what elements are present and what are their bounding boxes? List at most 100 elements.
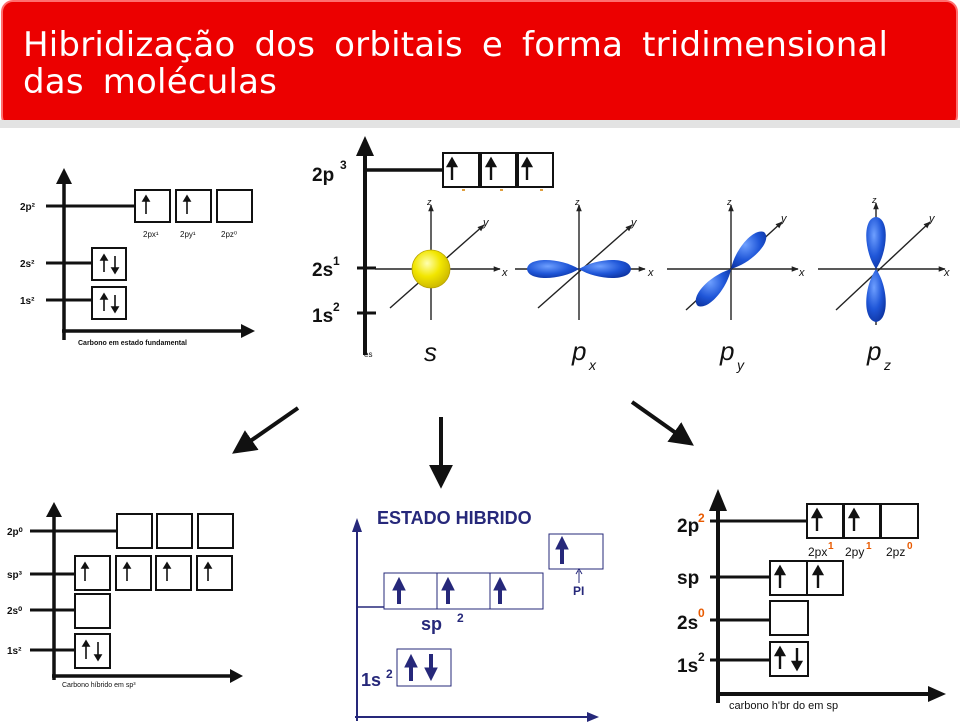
orbital-sup-2px: 1 [828, 541, 834, 552]
orbital-box [91, 247, 127, 281]
electron-up-icon [404, 653, 418, 668]
core-label: 1s [361, 670, 381, 690]
baseline-arrowhead [928, 686, 946, 702]
orbital-box [480, 152, 517, 188]
orbital-label-2py: 2py [845, 545, 864, 559]
electron-up-icon [773, 564, 787, 576]
orbital-box [134, 189, 171, 223]
orbital-shapes: z y x s z y x p x z y x p [375, 195, 950, 373]
axis-label-z: z [426, 197, 432, 207]
arrow-to-sp [630, 400, 694, 446]
axis-label-z: z [574, 197, 580, 207]
energy-axis-arrowhead [56, 168, 72, 184]
electron-up-icon [122, 561, 132, 569]
electron-up-icon [555, 535, 569, 550]
py-orbital-figure: z y x p y [667, 197, 805, 373]
s-orbital-figure: z y x s [375, 197, 508, 367]
electron-up-icon [162, 561, 172, 569]
orbital-box [216, 189, 253, 223]
sp3-caption: Carbono híbrido em sp³ [62, 682, 136, 689]
level-label-2s: 2s [312, 260, 333, 281]
core-superscript: 2 [386, 667, 393, 681]
excited-caption-fragment: es [364, 350, 372, 359]
level-label-2p: 2p⁰ [7, 527, 23, 538]
pz-orbital-figure: z y x p z [818, 195, 950, 373]
orbital-box [880, 503, 919, 539]
sp2-orbital-box [489, 572, 544, 610]
axis-label-z: z [871, 195, 877, 205]
transition-arrows [232, 400, 694, 489]
orbital-subscript-z: z [883, 357, 891, 373]
electron-up-icon [99, 253, 109, 261]
page-title: Hibridização dos orbitais e forma tridim… [23, 25, 889, 102]
orbital-subscript-x: x [588, 357, 597, 373]
electron-up-icon [484, 156, 498, 168]
axis-label-y: y [780, 213, 788, 225]
sp2-header: ESTADO HIBRIDO [377, 508, 532, 528]
orbital-lobe [527, 259, 579, 279]
electron-up-icon [81, 639, 91, 647]
energy-axis-arrowhead [352, 518, 362, 532]
orbital-lobe [579, 259, 631, 279]
orbital-sup-2py: 1 [866, 541, 872, 552]
excited-state-diagram: 2p 3 2s 1 1s 2 es [312, 136, 554, 359]
orbital-box [196, 555, 233, 591]
orbital-lobe [695, 269, 731, 307]
baseline-arrowhead [587, 712, 599, 722]
orbital-box [155, 555, 192, 591]
level-label-1s: 1s² [20, 296, 35, 307]
electron-up-icon [810, 507, 824, 519]
orbital-symbol-p: p [571, 336, 586, 366]
orbital-box [843, 503, 881, 539]
level-label-1s: 1s [312, 306, 333, 327]
orbital-label-2pz: 2pz [886, 545, 905, 559]
sp2-hybrid-diagram: ESTADO HIBRIDO PI sp 2 1s 2 [352, 508, 604, 722]
energy-axis-arrowhead [709, 489, 727, 511]
orbital-label-2px: 2px¹ [143, 230, 159, 239]
s-orbital-sphere [411, 249, 451, 289]
axis-label-z: z [726, 197, 732, 207]
electron-up-icon [445, 156, 459, 168]
orbital-lobe [866, 269, 886, 322]
axis-label-x: x [798, 267, 805, 279]
level-sup-1s: 2 [333, 300, 340, 314]
orbital-box [74, 593, 111, 629]
orbital-label-2pz: 2pz⁰ [221, 230, 237, 239]
electron-up-icon [441, 576, 455, 591]
orbital-box [91, 286, 127, 320]
electron-up-icon [203, 561, 213, 569]
orbital-box [156, 513, 193, 549]
electron-up-icon [99, 292, 109, 300]
orbital-box [175, 189, 212, 223]
level-label-sp3: sp³ [7, 570, 23, 581]
orbital-box [806, 560, 844, 596]
level-label-1s: 1s [677, 656, 698, 677]
level-label-2s: 2s⁰ [7, 606, 22, 617]
orbital-box [74, 633, 111, 669]
axis-label-x: x [943, 267, 950, 279]
title-banner: Hibridização dos orbitais e forma tridim… [1, 0, 958, 128]
px-orbital-figure: z y x p x [515, 197, 654, 373]
electron-up-icon [182, 194, 192, 202]
orbital-lobe [866, 217, 886, 269]
pi-label: PI [573, 584, 584, 598]
level-sup-2p: 3 [340, 158, 347, 172]
orbital-lobe [731, 231, 767, 269]
level-label-2s: 2s [677, 613, 698, 634]
electron-up-icon [811, 564, 825, 576]
orbital-symbol-p: p [866, 336, 881, 366]
banner-shadow-strip [0, 120, 960, 128]
sp-hybrid-diagram: 2p 2 sp 2s 0 1s 2 2px 1 2py 1 2pz 0 c [677, 489, 946, 712]
orbital-box [769, 641, 809, 677]
axis-label-x: x [501, 267, 508, 279]
electron-down-icon [110, 306, 120, 314]
orbital-box [517, 152, 554, 188]
sp2-orbital-box [383, 572, 438, 610]
level-sup-2s: 0 [698, 606, 705, 620]
orbital-box [74, 555, 111, 591]
orbital-box [769, 560, 808, 596]
sp2-orbital-box [436, 572, 491, 610]
orbital-symbol-p: p [719, 336, 734, 366]
electron-up-icon [141, 194, 151, 202]
level-sup-2p: 2 [698, 511, 705, 525]
